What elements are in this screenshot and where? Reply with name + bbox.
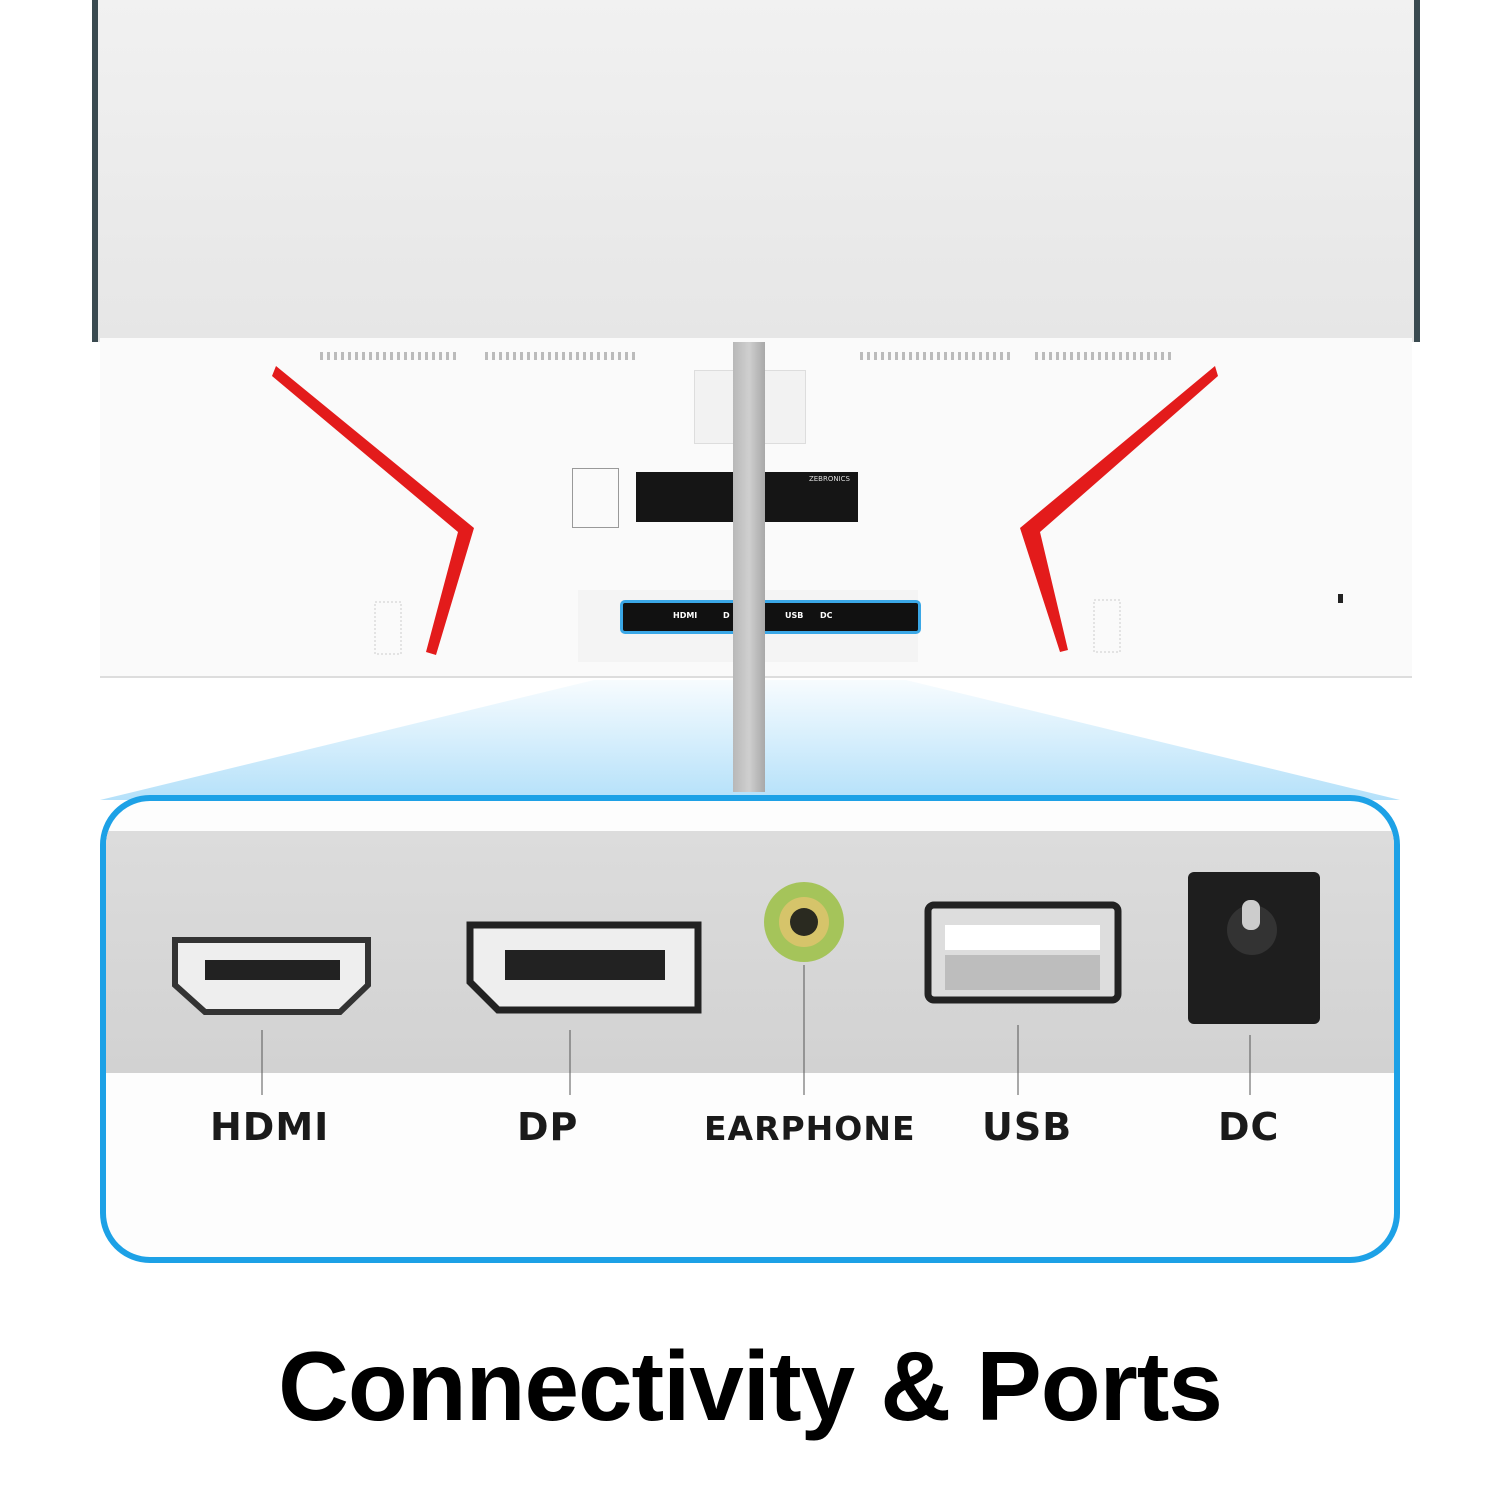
monitor-back-upper [92, 0, 1420, 342]
label-hdmi: HDMI [210, 1105, 330, 1149]
displayport-port-icon [466, 921, 702, 1014]
vent [485, 352, 635, 360]
rear-port-strip: HDMI D USB DC [620, 600, 921, 634]
port-illustrations [172, 872, 1320, 1095]
label-dc: DC [1218, 1105, 1280, 1149]
monitor-stand [733, 342, 765, 792]
bis-logo [572, 468, 619, 528]
ports-callout [100, 795, 1400, 1263]
vent [860, 352, 1010, 360]
vent [320, 352, 460, 360]
rear-label: DC [820, 611, 833, 620]
label-usb: USB [982, 1105, 1073, 1149]
rear-label: D [723, 611, 730, 620]
red-v-stripes [272, 366, 1343, 655]
page-title: Connectivity & Ports [278, 1331, 1223, 1441]
vent [1035, 352, 1175, 360]
usb-port-icon [924, 901, 1122, 1004]
earphone-jack-icon [764, 882, 844, 962]
hdmi-port-icon [172, 937, 371, 1015]
brand-label: ZEBRONICS [808, 475, 850, 483]
rear-label: HDMI [673, 611, 698, 620]
label-earphone: EARPHONE [704, 1109, 916, 1148]
dc-jack-icon [1188, 872, 1320, 1024]
label-dp: DP [517, 1105, 579, 1149]
rear-label: USB [785, 611, 804, 620]
